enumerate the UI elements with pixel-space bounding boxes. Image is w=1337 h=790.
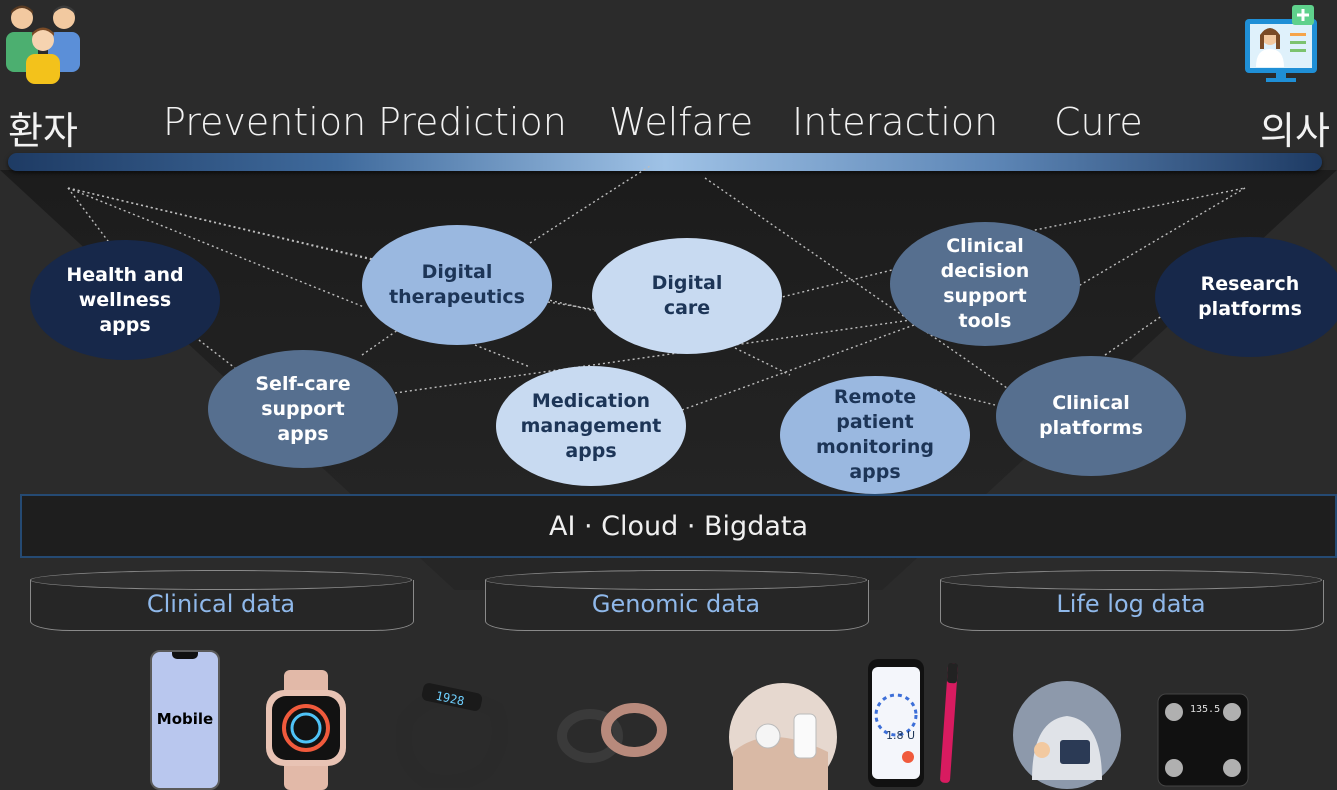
node-remote-patient-monitoring-apps: Remote patient monitoring apps — [780, 376, 970, 494]
connection-line — [777, 269, 893, 299]
node-clinical-decision-support-tools: Clinical decision support tools — [890, 222, 1080, 346]
connection-line — [547, 301, 599, 311]
connection-line — [394, 317, 926, 394]
smart-scale-icon: 135.5 — [1157, 693, 1249, 787]
smart-ring-icon — [557, 703, 667, 763]
mobile-label: Mobile — [156, 710, 214, 728]
connection-line — [1024, 187, 1246, 233]
band-display: 1928 — [434, 689, 465, 709]
pen-display: 1.8 U — [886, 729, 915, 742]
connection-line — [67, 187, 112, 246]
node-medication-management-apps: Medication management apps — [496, 366, 686, 486]
smart-clothing-icon — [1013, 681, 1121, 789]
category-welfare: Welfare — [609, 100, 754, 144]
node-digital-care: Digital care — [592, 238, 782, 354]
connection-line — [67, 187, 365, 308]
data-source-label: Genomic data — [591, 590, 761, 618]
connection-line — [361, 324, 406, 356]
gradient-divider-bar — [8, 153, 1322, 171]
scale-display: 135.5 — [1190, 704, 1220, 715]
doctor-monitor-icon — [1245, 5, 1317, 82]
smartwatch-icon — [266, 670, 346, 790]
category-prediction: Prediction — [378, 100, 567, 144]
fitness-band-icon: 1928 — [396, 683, 508, 788]
data-source-lifelog: Life log data — [940, 570, 1324, 632]
doctor-label: 의사 — [1260, 109, 1330, 153]
category-interaction: Interaction — [792, 100, 999, 144]
data-source-label: Life log data — [1056, 590, 1206, 618]
connection-line — [194, 336, 236, 369]
patient-label: 환자 — [8, 109, 78, 153]
category-cure: Cure — [1054, 100, 1143, 144]
data-source-clinical: Clinical data — [30, 570, 414, 632]
node-research-platforms: Research platforms — [1155, 237, 1337, 357]
cgm-sensor-icon — [729, 683, 837, 790]
node-digital-therapeutics: Digital therapeutics — [362, 225, 552, 345]
mobile-phone-icon: Mobile — [150, 650, 222, 790]
technology-bar: AI · Cloud · Bigdata — [20, 494, 1337, 558]
connection-line — [734, 347, 791, 376]
connection-line — [934, 389, 996, 406]
connection-line — [474, 344, 531, 368]
node-health-wellness-apps: Health and wellness apps — [30, 240, 220, 360]
patients-group-icon — [6, 5, 80, 84]
connection-line — [1057, 187, 1246, 299]
insulin-pen-app-icon: 1.8 U — [868, 659, 958, 787]
data-source-label: Clinical data — [146, 590, 296, 618]
connection-line — [529, 165, 651, 244]
node-self-care-support-apps: Self-care support apps — [208, 350, 398, 468]
data-source-genomic: Genomic data — [485, 570, 869, 632]
connection-line — [704, 177, 1008, 389]
node-clinical-platforms: Clinical platforms — [996, 356, 1186, 476]
category-prevention: Prevention — [163, 100, 367, 144]
